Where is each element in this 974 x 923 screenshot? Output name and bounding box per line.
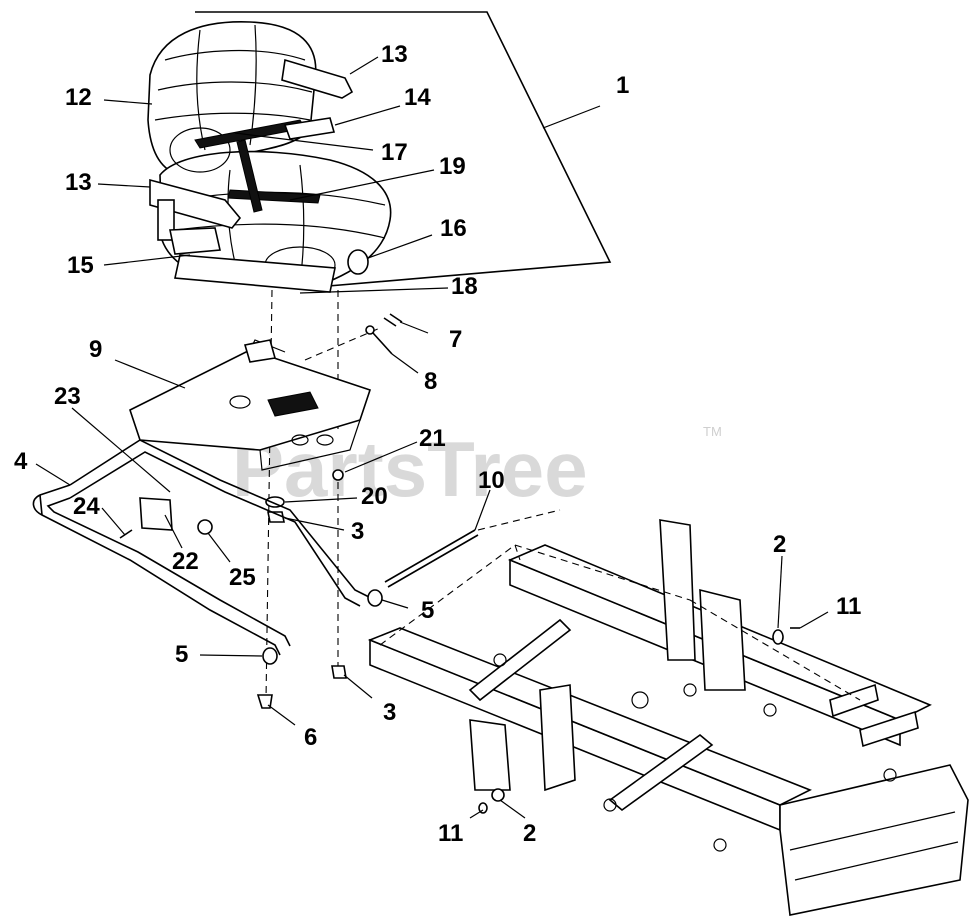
- switch-bracket-22: [139, 497, 173, 531]
- callout-24: 24: [73, 493, 100, 520]
- screw-24: [119, 529, 133, 539]
- callout-10: 10: [478, 467, 505, 494]
- leader-lines: [35, 56, 829, 819]
- seat-adjuster: [169, 227, 221, 255]
- callout-15: 15: [67, 252, 94, 279]
- callout-12: 12: [65, 84, 92, 111]
- callout-1: 1: [616, 72, 629, 99]
- callout-17: 17: [381, 139, 408, 166]
- callout-6: 6: [304, 724, 317, 751]
- callout-25: 25: [229, 564, 256, 591]
- callout-13-right: 13: [381, 41, 408, 68]
- seat-assembly-bracket: [195, 11, 612, 289]
- washer-2-left: [491, 788, 505, 802]
- callout-3-lower: 3: [383, 699, 396, 726]
- seat-assembly: [147, 11, 612, 293]
- nut-3-lower: [331, 665, 347, 679]
- callout-14: 14: [404, 84, 431, 111]
- callout-20: 20: [361, 483, 388, 510]
- plug-25: [197, 519, 213, 535]
- callout-23: 23: [54, 383, 81, 410]
- armrest-left: [149, 178, 242, 229]
- bolt-8: [365, 325, 393, 355]
- callout-16: 16: [440, 215, 467, 242]
- callout-4: 4: [14, 448, 28, 475]
- nut-3-upper: [267, 511, 285, 523]
- seat-pan: [129, 339, 372, 471]
- bolt-7: [383, 313, 403, 327]
- seat-knob: [347, 249, 369, 275]
- bolt-21: [332, 469, 344, 481]
- callout-7: 7: [449, 326, 462, 353]
- rod-10: [384, 529, 476, 583]
- callout-11-right: 11: [836, 593, 861, 620]
- callout-5-left: 5: [175, 641, 188, 668]
- main-frame: [367, 519, 969, 916]
- callout-8: 8: [424, 368, 437, 395]
- bushing-5-right: [367, 589, 383, 607]
- washer-2-right: [772, 629, 784, 645]
- watermark-trademark: TM: [703, 424, 722, 439]
- callout-21: 21: [419, 425, 446, 452]
- callout-18: 18: [451, 273, 478, 300]
- callout-2-right: 2: [773, 531, 786, 558]
- callout-19: 19: [439, 153, 466, 180]
- callout-5-right: 5: [421, 597, 434, 624]
- callout-3-upper: 3: [351, 518, 364, 545]
- callout-2-left: 2: [523, 820, 536, 847]
- washer-20: [265, 496, 285, 508]
- bolt-11-left: [478, 802, 488, 814]
- armrest-right: [281, 58, 354, 99]
- callout-11-left: 11: [438, 820, 463, 847]
- callout-labels: 1 2 2 3 3 4 5 5 6 7 8 9 10 11 11 12 13 1…: [14, 41, 861, 847]
- seat-belt: [283, 117, 336, 140]
- bushing-5-left: [262, 647, 278, 665]
- callout-13-left: 13: [65, 169, 92, 196]
- callout-22: 22: [172, 548, 199, 575]
- callout-9: 9: [89, 336, 102, 363]
